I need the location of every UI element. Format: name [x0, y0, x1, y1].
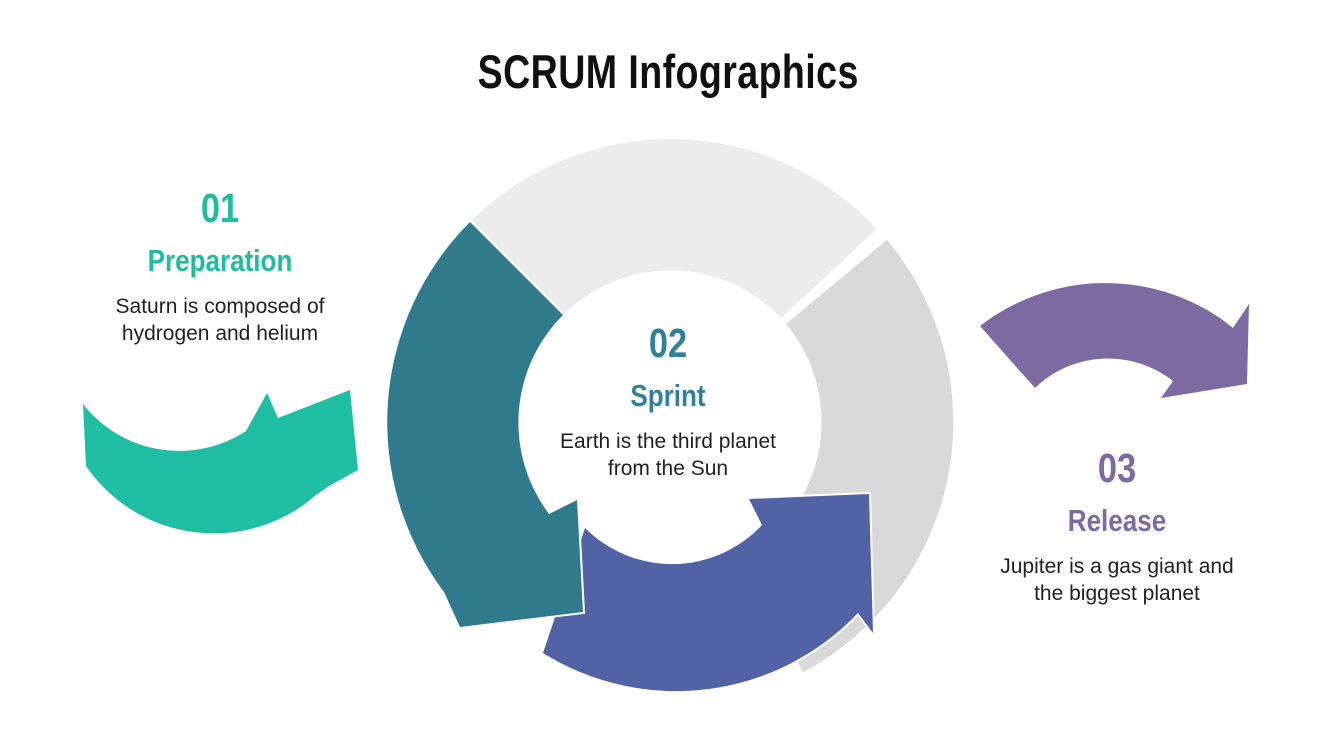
- page-title: SCRUM Infographics: [0, 44, 1336, 99]
- cycle-arrow-teal: [385, 219, 586, 630]
- step-1-heading: Preparation: [147, 243, 293, 278]
- step-3-release: 03 Release Jupiter is a gas giant and th…: [967, 445, 1267, 607]
- step-3-heading: Release: [1067, 503, 1167, 538]
- step-3-description: Jupiter is a gas giant and the biggest p…: [1000, 555, 1234, 605]
- step-2-sprint: 02 Sprint Earth is the third planet from…: [518, 320, 818, 482]
- page-title-text: SCRUM Infographics: [477, 45, 859, 98]
- step-1-number: 01: [200, 185, 240, 231]
- cycle-arrow-blue: [540, 491, 876, 694]
- curved-arrow-purple: [980, 283, 1249, 398]
- step-3-number: 03: [1097, 445, 1137, 491]
- step-2-description: Earth is the third planet from the Sun: [560, 430, 776, 480]
- ring-segment-top: [470, 139, 877, 318]
- step-1-preparation: 01 Preparation Saturn is composed of hyd…: [70, 185, 370, 347]
- step-2-heading: Sprint: [630, 378, 706, 413]
- step-2-number: 02: [648, 320, 688, 366]
- curved-arrow-green: [83, 390, 358, 534]
- step-1-description: Saturn is composed of hydrogen and heliu…: [115, 295, 325, 345]
